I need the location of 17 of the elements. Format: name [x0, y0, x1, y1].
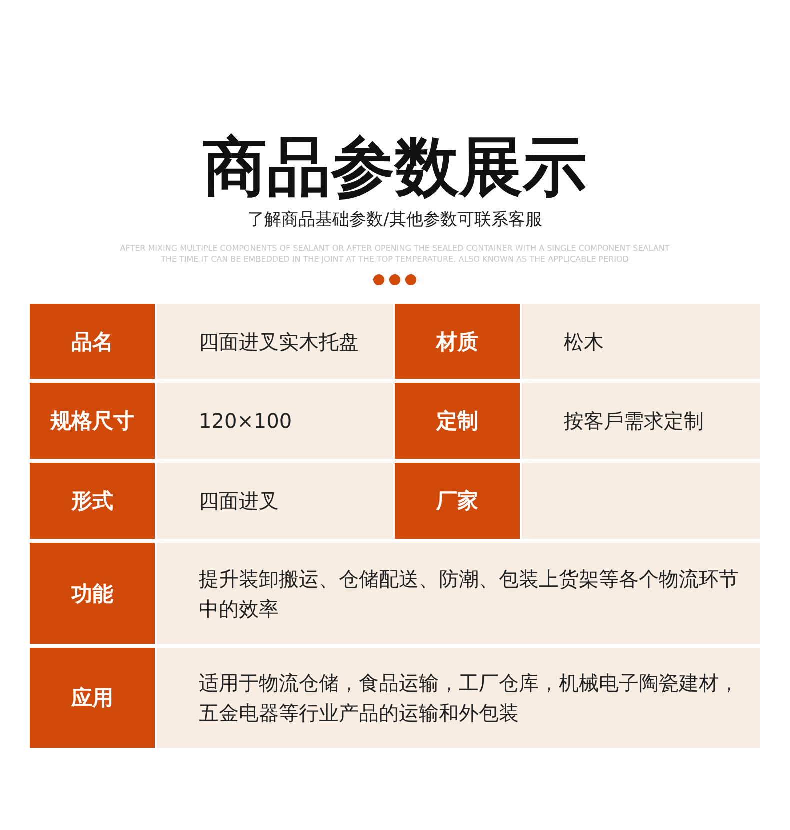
header-cell: 厂家 — [395, 463, 520, 539]
header-cell: 功能 — [30, 543, 155, 644]
header-cell: 品名 — [30, 304, 155, 379]
value-cell: 提升装卸搬运、仓储配送、防潮、包装上货架等各个物流环节中的效率 — [157, 543, 760, 644]
value-cell: 四面进叉 — [157, 463, 393, 539]
value-cell: 适用于物流仓储，食品运输，工厂仓库，机械电子陶瓷建材，五金电器等行业产品的运输和外包装 — [157, 648, 760, 748]
header-cell: 材质 — [395, 304, 520, 379]
value-cell: 四面进叉实木托盘 — [157, 304, 393, 379]
header-cell: 应用 — [30, 648, 155, 748]
header-cell: 形式 — [30, 463, 155, 539]
value-cell: 松木 — [522, 304, 760, 379]
header-cell: 定制 — [395, 383, 520, 459]
subtitle: 了解商品基础参数/其他参数可联系客服 — [246, 209, 544, 231]
value-cell: 按客戶需求定制 — [522, 383, 760, 459]
header-cell: 规格尺寸 — [30, 383, 155, 459]
title: 商品参数展示 — [202, 130, 588, 207]
value-cell: 120×100 — [157, 383, 393, 459]
